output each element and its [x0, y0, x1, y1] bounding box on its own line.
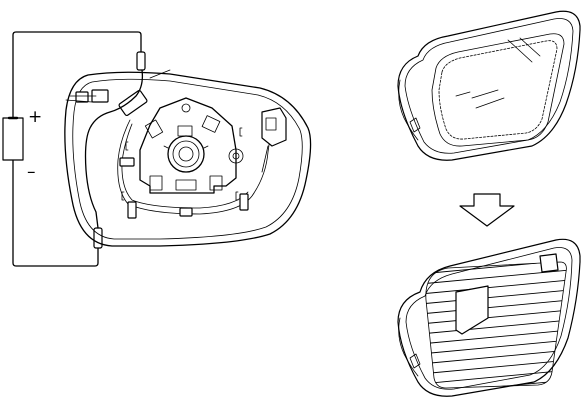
- positive-wire: [12, 31, 142, 119]
- mirror-heater-view: [397, 238, 581, 397]
- negative-terminal-label: –: [27, 162, 36, 182]
- arrow-down-icon: [459, 193, 515, 227]
- harness-wire: [84, 69, 144, 229]
- actuator-housing: [139, 97, 237, 194]
- mirror-housing: [397, 10, 581, 161]
- adjust-screw: [228, 148, 244, 164]
- mirror-glass: [431, 33, 565, 147]
- mirror-back-outline: [64, 71, 312, 247]
- heater-cutout: [455, 285, 489, 335]
- positive-terminal-label: +: [28, 107, 42, 127]
- negative-probe-connector: [93, 227, 103, 249]
- battery-icon: [2, 117, 24, 161]
- mirror-back-view: [64, 69, 312, 247]
- side-clip: [261, 107, 287, 147]
- heater-terminal-tab: [539, 253, 559, 273]
- heater-element-outline: [438, 40, 558, 140]
- heater-connector: [118, 89, 148, 117]
- pivot-mount: [167, 135, 205, 173]
- positive-probe-connector: [136, 51, 146, 71]
- heater-element: [425, 261, 567, 389]
- mirror-front-view: [397, 10, 581, 161]
- battery-test-circuit: + –: [2, 31, 146, 267]
- negative-wire: [12, 159, 99, 267]
